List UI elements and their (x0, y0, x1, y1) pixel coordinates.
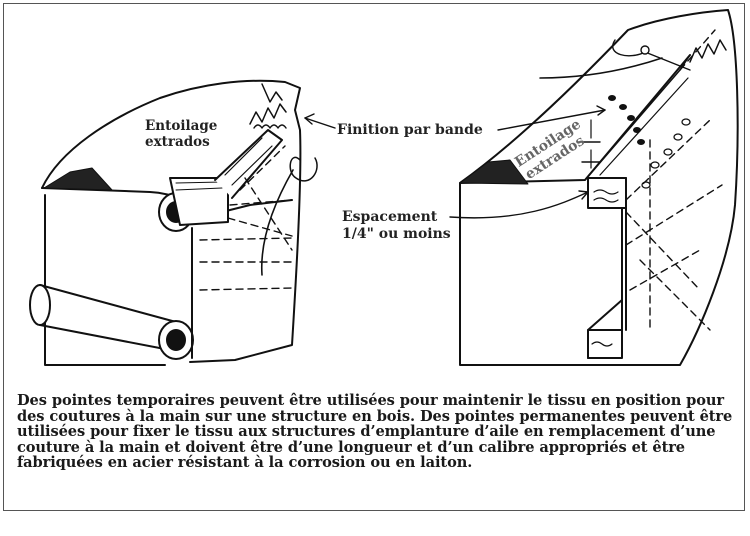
left-wing-root-drawing (29, 79, 318, 366)
label-leaders (304, 105, 606, 219)
fabric-crosshatch (43, 167, 113, 191)
finish-tape-label: Finition par bande (337, 122, 483, 138)
left-interfacing-line2: extrados (145, 134, 210, 150)
spacing-line1: Espacement (342, 209, 438, 225)
fabric-attachment-illustration: Entoilage extrados Finition par bande En… (29, 9, 739, 366)
right-wing-root-drawing (459, 9, 739, 366)
left-interfacing-label: Entoilage extrados (145, 118, 217, 150)
spacing-label: Espacement 1/4" ou moins (342, 209, 451, 242)
figure-caption: Des pointes temporaires peuvent être uti… (17, 392, 733, 472)
spacing-line2: 1/4" ou moins (342, 226, 451, 242)
left-interfacing-line1: Entoilage (145, 118, 217, 134)
